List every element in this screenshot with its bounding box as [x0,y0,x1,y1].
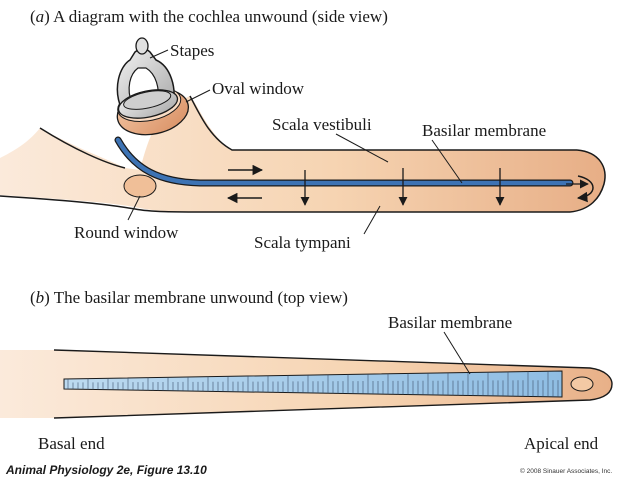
label-basal-end: Basal end [38,434,105,453]
panel-a-heading: (a) A diagram with the cochlea unwound (… [30,7,388,26]
copyright-notice: © 2008 Sinauer Associates, Inc. [520,467,612,475]
helicotrema-opening [570,376,594,392]
label-scala-vestibuli: Scala vestibuli [272,115,372,134]
label-apical-end: Apical end [524,434,599,453]
cochlea-tube [0,96,605,212]
leader-oval-window [185,89,211,103]
leader-scala-tympani [363,205,381,235]
stapes-shape [116,37,179,119]
tube-outline-left [39,127,126,169]
label-scala-tympani: Scala tympani [254,233,351,252]
label-round-window: Round window [74,223,179,242]
round-window-shape [123,174,157,198]
label-stapes: Stapes [170,41,214,60]
leader-basilar-membrane-a [431,139,463,184]
leader-round-window [127,195,141,221]
leader-stapes [149,49,169,59]
label-basilar-membrane-a: Basilar membrane [422,121,546,140]
leader-basilar-membrane-b [443,331,471,375]
figure-credit: Animal Physiology 2e, Figure 13.10 [5,463,207,477]
label-oval-window: Oval window [212,79,305,98]
tube-outline-apex [569,149,606,213]
panel-b-heading: (b) The basilar membrane unwound (top vi… [30,288,348,307]
tube-outline-upper [189,95,577,151]
helicotrema-arrow [576,175,594,203]
membrane-tick-marks [67,371,559,397]
leader-scala-vestibuli [335,133,389,163]
tube-outline-lower [0,195,570,213]
label-basilar-membrane-b: Basilar membrane [388,313,512,332]
